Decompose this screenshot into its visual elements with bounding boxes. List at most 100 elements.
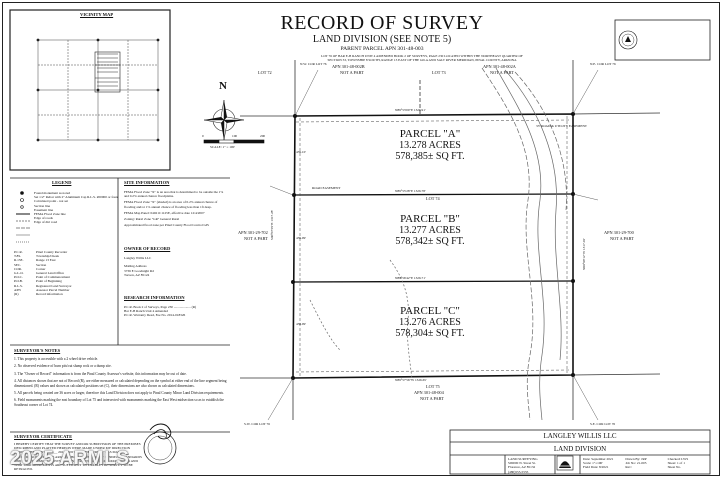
page-title: RECORD OF SURVEY: [280, 12, 484, 34]
north-letter: N: [219, 80, 227, 92]
drawing-info-cell: Drawn By: JRP: [625, 457, 647, 461]
segment-c-west: 439.09': [296, 322, 306, 326]
apn-e-label: APN 301-29-700: [604, 230, 634, 235]
notes-list: 1. This property is accessible with a 2 …: [14, 357, 228, 407]
leader-lines: [267, 69, 599, 421]
legend-item: Point of Commencement: [36, 275, 70, 280]
legend-item: Point of Beginning: [36, 279, 62, 284]
firm-line: LAND SURVEYING: [508, 457, 538, 461]
drawing-info-cell: Scale: 1"=100': [583, 461, 603, 466]
client-name: LANGLEY WILLIS LLC: [543, 432, 617, 440]
parcel-b-name: PARCEL "B": [400, 213, 460, 225]
parcel-a-acres: 13.278 ACRES: [399, 140, 461, 151]
legend-abbr: R.13E.: [14, 258, 24, 263]
scale-mark-200: 200: [260, 134, 266, 138]
legend-item: Found monument as noted: [34, 191, 71, 195]
north-line-bearing: N89°53'00"E 1326.91': [395, 108, 426, 112]
apn-ne-label: APN 301-48-002A: [483, 64, 516, 69]
drawing-info-cell: Job No: 21-005: [625, 461, 647, 466]
nw-corner-label: N.W. COR LOT 76: [300, 62, 327, 66]
note-item: 4. All distances shown that are not of R…: [14, 379, 227, 388]
research-line: P.C.R. Book 2 of Surveys, Page 230 .....…: [124, 305, 197, 309]
legend-abbr: COR.: [14, 266, 22, 271]
note-item: 1. This property is accessible with a 2 …: [14, 357, 99, 361]
note-item: 5. All parcels being created are 36 acre…: [14, 391, 224, 396]
apn-e-sub: NOT A PART: [610, 236, 634, 241]
parcel-c-acres: 13.276 ACRES: [399, 317, 461, 328]
legend-item: General Land Office: [36, 271, 64, 276]
parcel-c: PARCEL "C" 13.276 ACRES 578,304± SQ FT.: [340, 305, 520, 339]
site-info-line: Approximated flood zone per Pinal County…: [124, 223, 209, 228]
owner-line: Langley Willis LLC: [124, 256, 152, 260]
owner-line: Tucson, AZ 85124: [124, 272, 150, 277]
legend-item: Corner: [36, 266, 46, 271]
research-line: Bar E-B Ranch Unit 4 Amended: [124, 309, 168, 314]
se-corner-label: S.E. COR LOT 76: [590, 422, 616, 426]
title-block-frame: [449, 19, 711, 475]
drawing-info: Date: September 2021 Drawn By: JRP Check…: [583, 457, 708, 470]
note-item: 3. The "Owner of Record" information is …: [14, 371, 187, 376]
vicinity-map-frame: [9, 9, 171, 171]
firm-line: Florence, AZ 85132: [508, 465, 536, 470]
legend-item: Pinal County Recorder: [36, 250, 68, 254]
legend-item: Range 13 East: [36, 258, 56, 263]
lot-74-label: LOT 74: [426, 196, 440, 201]
road-utility-easement-label: 33' ROAD & UTILITY EASEMENT: [536, 124, 587, 128]
legend-item: Record information: [36, 292, 63, 297]
owner-line: Mailing Address: [124, 264, 147, 269]
legend-abbr: P.C.R.: [14, 250, 23, 254]
scale-text: SCALE: 1" = 100': [210, 145, 235, 149]
drawing-info-cell: Field Date: 8/2021: [583, 465, 609, 470]
division-ab-bearing: N89°55'28"E 1326.78': [395, 189, 426, 193]
apn-s-sub: NOT A PART: [420, 396, 444, 401]
apn-nw-label: APN 301-48-002B: [332, 64, 365, 69]
firm-line: (480)555-5555: [508, 469, 529, 474]
site-info-line: FEMA Flood Zone "X" (shaded) is an area …: [124, 200, 218, 209]
project-name: LAND DIVISION: [553, 445, 607, 453]
legend-list: Found monument as noted Set 1/2" Rebar w…: [34, 191, 118, 225]
legend-abbr: APN: [14, 287, 21, 292]
legend-item: Township/Cheek: [36, 254, 59, 259]
drawing-info-cell: Rev:: [625, 465, 632, 470]
legend-abbr: P.O.C.: [14, 275, 23, 280]
legend-abbr: (R): [14, 292, 19, 297]
segment-a-west: 439.10': [296, 150, 306, 154]
armls-watermark: 2025 ARMLS: [10, 448, 130, 469]
legend-item: Registered Land Surveyor: [36, 283, 72, 288]
note-item: 2. No observed evidence of burn pits/cut…: [14, 364, 112, 369]
parcel-c-sqft: 578,304± SQ FT.: [395, 328, 465, 339]
legend-item: Easement line: [34, 207, 54, 212]
easement-lines: [295, 116, 572, 376]
legend-title: LEGEND: [52, 180, 72, 185]
parcel-a: PARCEL "A" 13.278 ACRES 578,385± SQ FT.: [340, 128, 520, 162]
notes-title: SURVEYOR'S NOTES: [14, 348, 61, 353]
owner-lines: Langley Willis LLC Mailing Address 3736 …: [124, 256, 224, 277]
neighbor-lot-lines: [240, 60, 661, 420]
parcel-b-sqft: 578,342± SQ FT.: [395, 236, 465, 247]
flood-zone-lines: [309, 67, 567, 421]
owner-title: OWNER OF RECORD: [124, 246, 171, 251]
west-line-bearing: S00°07'29"E 1317.28': [270, 210, 274, 240]
parcel-c-name: PARCEL "C": [400, 305, 460, 317]
certificate-text: I HEREBY CERTIFY THAT THE SURVEY AND/OR …: [14, 442, 142, 472]
division-bc-bearing: N89°56'42"E 1326.71': [395, 276, 426, 280]
north-arrow-icon: [203, 99, 245, 141]
site-info-line: Zoning: Rural Zone "GR" General Rural: [124, 217, 180, 222]
road-easement-label: ROAD EASEMENT: [312, 186, 341, 190]
legend-abbr: P.O.B.: [14, 279, 23, 284]
page-subtitle: LAND DIVISION (SEE NOTE 5): [312, 34, 452, 45]
east-line-bearing: N00°09'12"W 1317.20': [582, 238, 586, 270]
drawing-info-cell: Date: September 2021: [583, 457, 614, 461]
legend-item: Edge of roads: [34, 216, 53, 221]
legal-description-1: LOT 76 OF BAR E-B RANCH UNIT 4 AMENDED B…: [321, 54, 523, 58]
parcel-b: PARCEL "B" 13.277 ACRES 578,342± SQ FT.: [340, 213, 520, 247]
division-line-ab: [293, 193, 574, 196]
legend-item: Section: [36, 262, 47, 267]
parcel-b-acres: 13.277 ACRES: [399, 225, 461, 236]
left-panel-dividers: [10, 177, 230, 433]
site-info-title: SITE INFORMATION: [124, 180, 170, 185]
site-info-line: FEMA Map Panel: 04021C1125E, effective d…: [124, 210, 205, 215]
apn-s-label: APN 301-48-004: [414, 390, 444, 395]
drawing-info-cell: Sheet: 1 of 1: [667, 461, 685, 466]
